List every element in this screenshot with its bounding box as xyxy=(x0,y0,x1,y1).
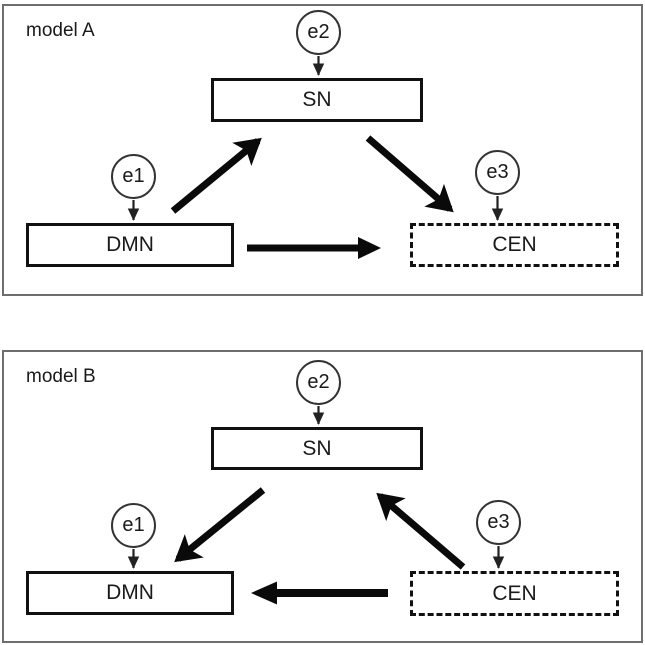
node-dmn-model-b-label: DMN xyxy=(106,581,154,604)
input-circle-e3-model-a: e3 xyxy=(475,150,520,195)
input-circle-e1-model-a-label: e1 xyxy=(122,165,145,187)
node-cen-model-b-label: CEN xyxy=(492,581,537,605)
node-dmn-model-b: DMN xyxy=(26,571,234,615)
node-cen-model-b: CEN xyxy=(410,571,619,616)
node-dmn-model-a-label: DMN xyxy=(106,233,154,256)
node-cen-model-a-label: CEN xyxy=(492,233,537,256)
input-circle-e2-model-b: e2 xyxy=(296,360,341,405)
input-circle-e1-model-b: e1 xyxy=(111,503,156,548)
node-sn-model-a-label: SN xyxy=(302,88,332,111)
input-circle-e1-model-b-label: e1 xyxy=(122,514,145,536)
input-circle-e1-model-a: e1 xyxy=(111,154,156,199)
input-circle-e2-model-a-label: e2 xyxy=(307,21,330,43)
node-cen-model-a: CEN xyxy=(410,223,619,267)
input-circle-e3-model-b-label: e3 xyxy=(487,511,510,533)
node-sn-model-b-label: SN xyxy=(302,436,332,460)
input-circle-e3-model-a-label: e3 xyxy=(486,161,509,183)
input-circle-e2-model-a: e2 xyxy=(296,10,341,55)
node-sn-model-b: SN xyxy=(211,427,423,470)
panel-title-model-a: model A xyxy=(26,20,95,41)
input-circle-e2-model-b-label: e2 xyxy=(307,371,330,393)
node-dmn-model-a: DMN xyxy=(26,223,234,267)
node-sn-model-a: SN xyxy=(211,78,423,122)
input-circle-e3-model-b: e3 xyxy=(476,500,521,545)
panel-title-model-b: model B xyxy=(26,366,96,387)
